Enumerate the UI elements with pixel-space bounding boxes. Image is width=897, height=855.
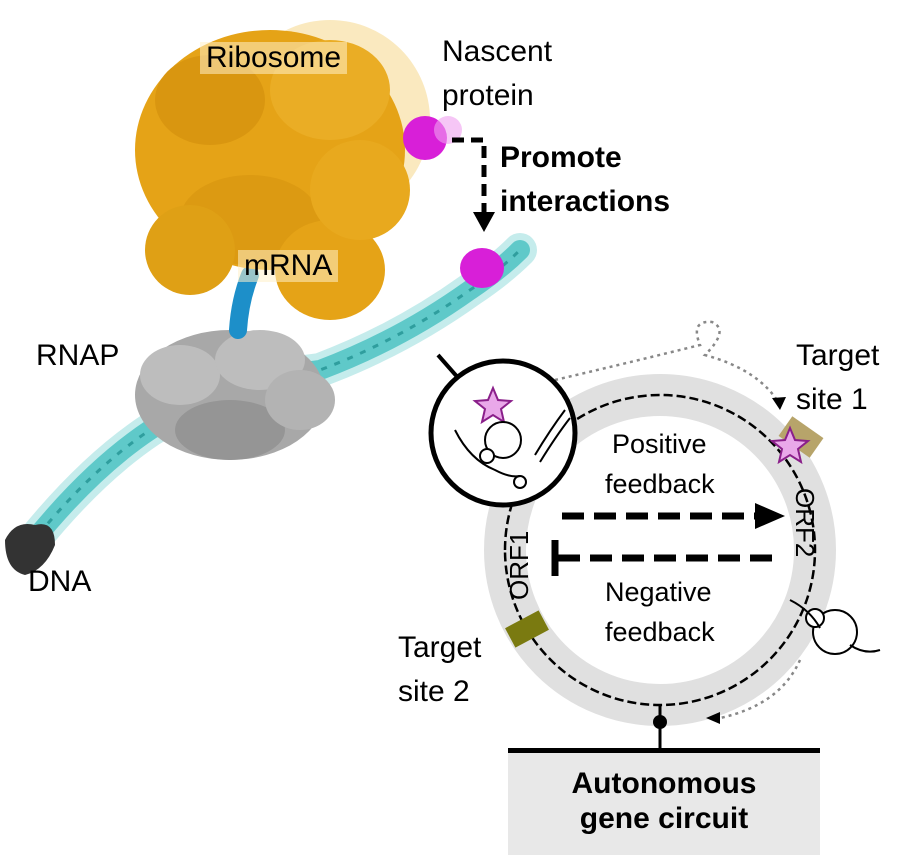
dna-end [5,524,55,575]
orf1-label: ORF1 [504,531,534,600]
positive-feedback-label-line2: feedback [605,469,715,499]
zoom-star-icon [472,385,514,425]
mrna-strand [229,266,259,339]
target-site-1-label-line1: Target [796,339,880,372]
target-site-2-label-line1: Target [398,631,482,664]
negative-feedback-label-line2: feedback [605,617,715,647]
dna-label: DNA [28,565,92,598]
negative-feedback-label-line1: Negative [605,577,712,607]
gene-circuit-line2: gene circuit [579,801,749,835]
positive-feedback-arrow [562,503,785,529]
negative-feedback-arrow [551,540,775,576]
nascent-protein-label-line2: protein [442,79,534,112]
rnap-blob [135,330,335,460]
star-icon [769,425,811,465]
nascent-protein-blob [403,116,462,160]
target-site-1-label-line2: site 1 [796,383,868,416]
gene-circuit-title: Autonomous gene circuit [508,767,820,836]
promote-label-line1: Promote [500,141,622,174]
bound-protein-blob [460,248,504,288]
positive-feedback-label-line1: Positive [612,429,707,459]
nascent-protein-label-line1: Nascent [442,35,553,68]
promote-label-line2: interactions [500,185,671,218]
gene-circuit-line1: Autonomous [571,767,757,800]
dotted-path-top [554,320,782,406]
dotted-arrowhead-top [772,397,786,410]
ribosome-sketch [789,599,881,655]
zoom-circle [428,358,578,508]
circuit-node [653,715,667,729]
target-site-2-marker [505,610,549,648]
orf2-label: ORF2 [790,488,820,557]
ribosome-label: Ribosome [200,42,348,74]
target-site-2-label-line2: site 2 [398,675,470,708]
mrna-label: mRNA [238,250,339,282]
gene-circuit-box: Autonomous gene circuit [508,748,820,855]
dotted-arrowhead-bottom [706,712,720,724]
promote-arrow [452,137,495,232]
rnap-label: RNAP [36,339,120,372]
